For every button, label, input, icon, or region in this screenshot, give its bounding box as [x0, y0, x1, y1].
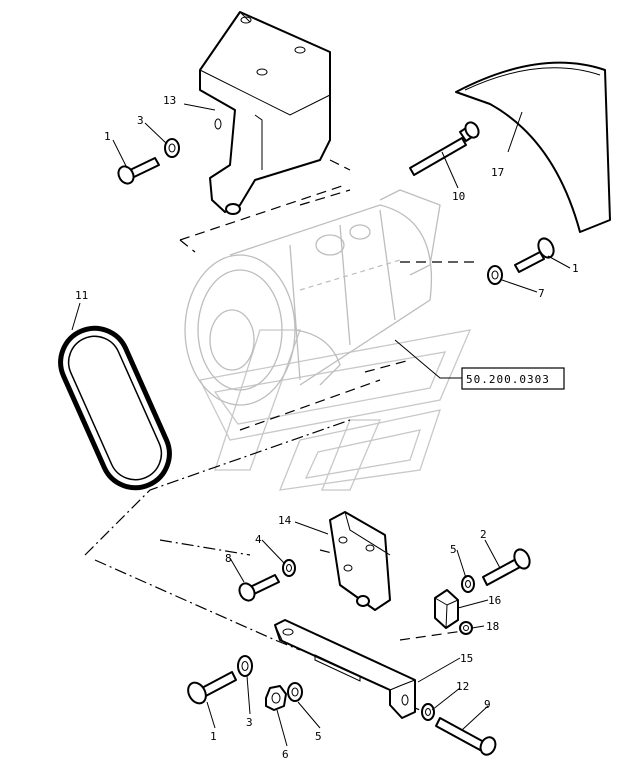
callout-4: 4	[255, 533, 262, 546]
long-bolt-upper	[409, 121, 480, 176]
upper-mounting-bracket	[199, 11, 331, 215]
callout-7: 7	[538, 287, 545, 300]
lower-adjusting-bracket	[274, 619, 416, 719]
callout-8: 8	[225, 552, 232, 565]
spacer-block	[329, 511, 391, 611]
watermark-logo	[199, 329, 472, 491]
nut-18	[459, 621, 473, 635]
callout-16: 16	[488, 594, 501, 607]
callout-1-right: 1	[572, 262, 579, 275]
washer-4	[282, 559, 296, 577]
reference-label-box: 50.200.0303	[394, 339, 565, 390]
callout-11: 11	[75, 289, 88, 302]
leader-lines	[71, 103, 571, 747]
washer-right	[487, 265, 503, 285]
callout-15: 15	[460, 652, 473, 665]
callout-5-bottom: 5	[315, 730, 322, 743]
callout-12: 12	[456, 680, 469, 693]
callout-13: 13	[163, 94, 176, 107]
long-bolt-9	[435, 717, 497, 756]
callout-18: 18	[486, 620, 499, 633]
callout-5-mid: 5	[450, 543, 457, 556]
callout-1-top: 1	[104, 130, 111, 143]
nut-6	[265, 685, 287, 711]
bolt-top-left	[117, 157, 160, 185]
compressor-ghost	[184, 189, 441, 406]
bolt-bottom	[187, 671, 237, 705]
reference-label: 50.200.0303	[466, 373, 550, 386]
bolt-8	[238, 574, 280, 602]
washer-top-left	[164, 138, 180, 158]
belt-guard	[455, 61, 611, 233]
clamp-block-16	[434, 589, 459, 629]
bolt-2	[482, 548, 531, 586]
washer-12	[421, 703, 435, 721]
callout-1-bottom: 1	[210, 730, 217, 743]
callout-3-bottom: 3	[246, 716, 253, 729]
callout-9: 9	[484, 698, 491, 711]
washer-5-bottom	[287, 682, 303, 702]
callout-3-top: 3	[137, 114, 144, 127]
washer-3-bottom	[237, 655, 253, 677]
callout-numbers: 1 3 13 10 17 1 7 11 14 8 4 2 5 16 18 15 …	[75, 94, 579, 761]
bolt-right	[514, 237, 555, 273]
callout-2: 2	[480, 528, 487, 541]
callout-6: 6	[282, 748, 289, 761]
callout-10: 10	[452, 190, 465, 203]
callout-14: 14	[278, 514, 292, 527]
callout-17: 17	[491, 166, 504, 179]
washer-5-mid	[461, 575, 475, 593]
drive-belt	[58, 325, 172, 491]
